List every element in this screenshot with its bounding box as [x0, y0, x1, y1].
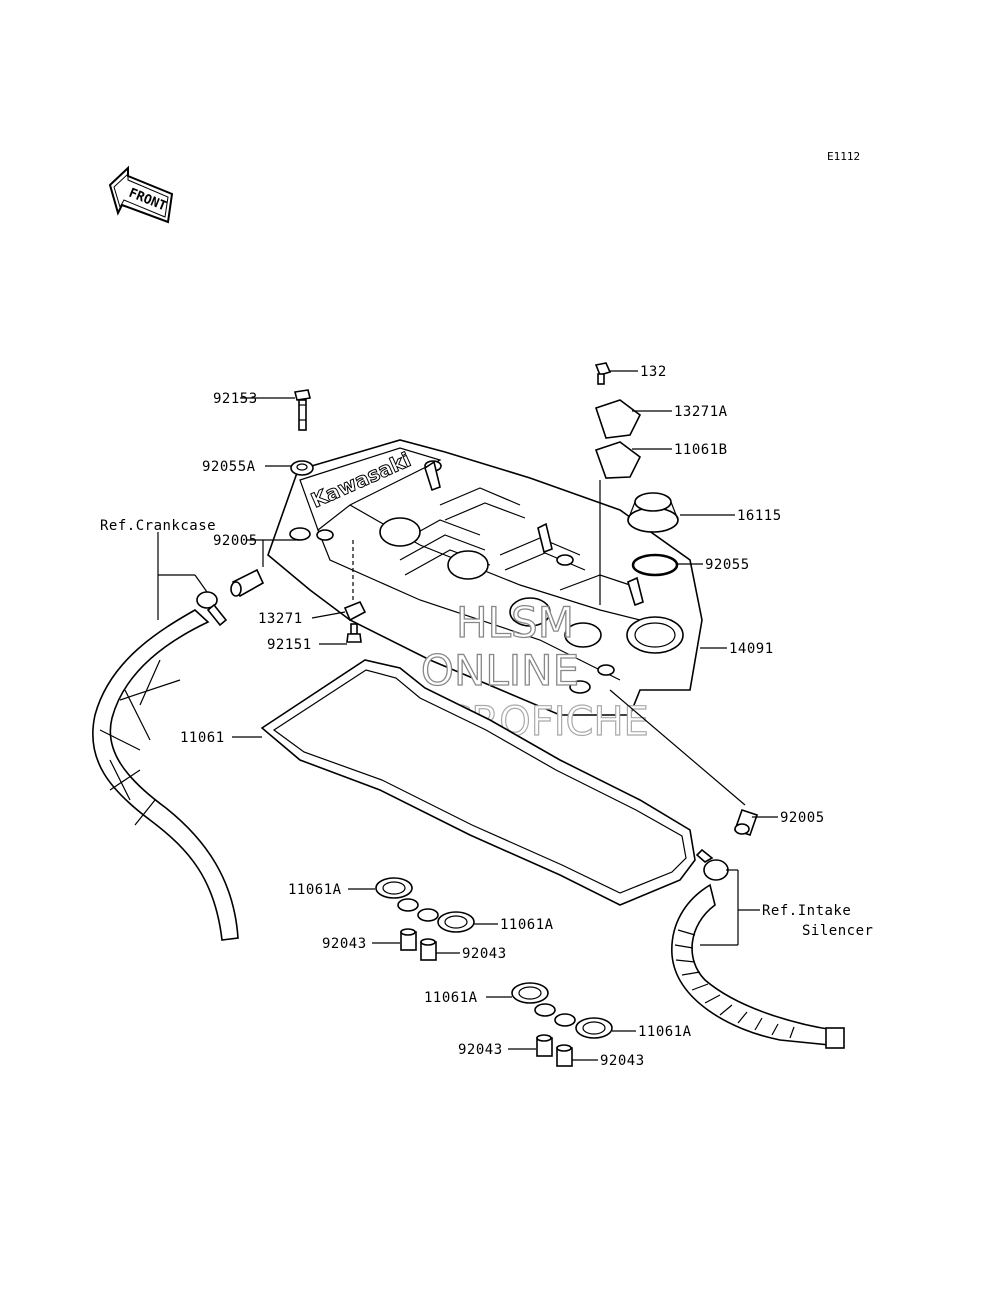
- callout-92043-2: 92043: [462, 946, 507, 962]
- gasket-11061: [260, 659, 696, 906]
- callout-132: 132: [640, 364, 667, 380]
- callout-92005-right: 92005: [780, 810, 825, 826]
- callout-92153: 92153: [213, 391, 258, 407]
- callout-ref-crankcase: Ref.Crankcase: [100, 518, 216, 534]
- diagram-code: E1112: [827, 150, 860, 163]
- watermark: HLSM ONLINE MICROFICHE: [397, 597, 650, 745]
- leader-lines: [157, 370, 778, 1061]
- callout-11061: 11061: [180, 730, 225, 746]
- callout-11061A-2: 11061A: [500, 917, 554, 933]
- clamp-right: [695, 848, 729, 881]
- callout-11061A-1: 11061A: [288, 882, 342, 898]
- bolt-92151: [346, 623, 362, 643]
- callout-13271: 13271: [258, 611, 303, 627]
- fitting-92005-right: [733, 808, 759, 837]
- fitting-92005-left: [230, 568, 265, 598]
- bolt-132: [594, 362, 612, 385]
- gasket-11061B: [594, 441, 642, 479]
- valve-cover-14091: Kawasaki: [267, 439, 703, 716]
- watermark-line1: HLSM: [456, 598, 574, 647]
- callout-13271A: 13271A: [674, 404, 728, 420]
- plate-13271A: [594, 399, 642, 439]
- bolt-92153: [294, 389, 311, 431]
- seal-group-2: [511, 982, 613, 1067]
- callout-92055: 92055: [705, 557, 750, 573]
- callout-ref-intake-line2: Silencer: [802, 923, 873, 939]
- callout-92005-left: 92005: [213, 533, 258, 549]
- grommet-92055A: [290, 460, 314, 476]
- oil-cap-16115: [627, 492, 679, 533]
- watermark-line2: ONLINE: [421, 646, 579, 695]
- callout-92043-4: 92043: [600, 1053, 645, 1069]
- intake-hose: [671, 883, 845, 1049]
- callout-92151: 92151: [267, 637, 312, 653]
- callout-14091: 14091: [729, 641, 774, 657]
- callout-11061A-3: 11061A: [424, 990, 478, 1006]
- seal-group-1: [375, 877, 475, 961]
- callout-ref-intake-line1: Ref.Intake: [762, 903, 851, 919]
- o-ring-92055: [631, 553, 679, 577]
- callout-92043-3: 92043: [458, 1042, 503, 1058]
- front-arrow-icon: FRONT: [108, 165, 174, 224]
- clamp-left: [196, 591, 228, 627]
- callout-11061A-4: 11061A: [638, 1024, 692, 1040]
- callout-92043-1: 92043: [322, 936, 367, 952]
- plate-13271: [343, 600, 367, 622]
- crankcase-hose: [92, 609, 239, 941]
- callout-11061B: 11061B: [674, 442, 728, 458]
- callout-92055A: 92055A: [202, 459, 256, 475]
- callout-16115: 16115: [737, 508, 782, 524]
